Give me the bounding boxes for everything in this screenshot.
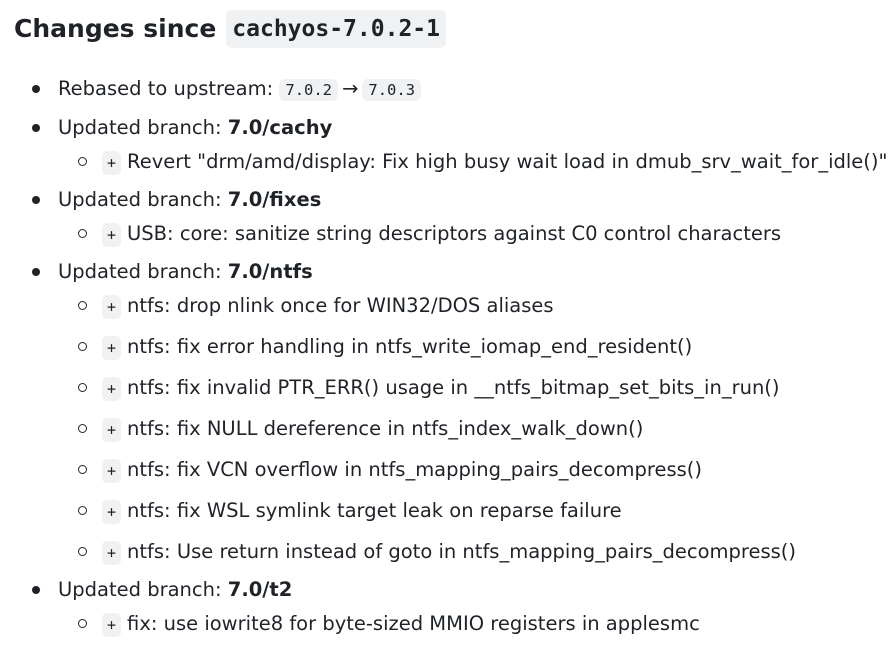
branch-label: Updated branch: [58, 260, 222, 283]
heading-version: cachyos-7.0.2-1 [226, 10, 446, 48]
bullet-icon [32, 586, 40, 594]
plus-marker: + [102, 458, 122, 483]
plus-marker: + [102, 222, 122, 247]
bullet-icon [32, 196, 40, 204]
branch-item: Updated branch: 7.0/fixes +USB: core: san… [32, 185, 896, 249]
branch-item: Updated branch: 7.0/t2 +fix: use iowrite8… [32, 575, 896, 639]
change-list: Rebased to upstream: 7.0.2→7.0.3 [14, 74, 896, 105]
plus-marker: + [102, 612, 122, 637]
branch-name: 7.0/fixes [227, 188, 322, 211]
arrow-right-icon: → [342, 77, 359, 100]
changelog-heading: Changes since cachyos-7.0.2-1 [14, 10, 896, 48]
bullet-icon [32, 85, 40, 93]
change-item: +fix: use iowrite8 for byte-sized MMIO r… [78, 609, 896, 639]
change-text: fix: use iowrite8 for byte-sized MMIO re… [127, 612, 700, 635]
change-item: +USB: core: sanitize string descriptors … [78, 219, 896, 249]
change-item: +ntfs: drop nlink once for WIN32/DOS ali… [78, 291, 896, 321]
change-item: +ntfs: fix NULL dereference in ntfs_inde… [78, 414, 896, 444]
branch-item: Updated branch: 7.0/cachy +Revert "drm/am… [32, 113, 896, 177]
change-text: ntfs: drop nlink once for WIN32/DOS alia… [127, 294, 554, 317]
circle-bullet-icon [78, 619, 87, 628]
plus-marker: + [102, 417, 122, 442]
rebase-item: Rebased to upstream: 7.0.2→7.0.3 [32, 74, 896, 105]
circle-bullet-icon [78, 342, 87, 351]
branch-label: Updated branch: [58, 188, 222, 211]
plus-marker: + [102, 499, 122, 524]
branch-changes: +USB: core: sanitize string descriptors … [58, 219, 896, 249]
change-text: ntfs: fix WSL symlink target leak on rep… [127, 499, 622, 522]
branch-label: Updated branch: [58, 116, 222, 139]
circle-bullet-icon [78, 506, 87, 515]
plus-marker: + [102, 540, 122, 565]
change-text: ntfs: fix error handling in ntfs_write_i… [127, 335, 693, 358]
bullet-icon [32, 124, 40, 132]
change-text: ntfs: fix VCN overflow in ntfs_mapping_p… [127, 458, 702, 481]
branch-list: Updated branch: 7.0/cachy+Revert "drm/am… [14, 113, 896, 639]
change-item: +ntfs: fix invalid PTR_ERR() usage in __… [78, 373, 896, 403]
change-text: ntfs: fix NULL dereference in ntfs_index… [127, 417, 644, 440]
circle-bullet-icon [78, 383, 87, 392]
plus-marker: + [102, 150, 122, 175]
circle-bullet-icon [78, 547, 87, 556]
plus-marker: + [102, 335, 122, 360]
branch-item: Updated branch: 7.0/ntfs+ntfs: drop nlin… [32, 257, 896, 567]
rebase-from: 7.0.2 [279, 79, 339, 101]
rebase-to: 7.0.3 [362, 79, 422, 101]
change-text: USB: core: sanitize string descriptors a… [127, 222, 782, 245]
branch-changes: +ntfs: drop nlink once for WIN32/DOS ali… [58, 291, 896, 567]
rebase-label: Rebased to upstream: [58, 77, 274, 100]
change-item: +ntfs: fix error handling in ntfs_write_… [78, 332, 896, 362]
change-text: ntfs: fix invalid PTR_ERR() usage in __n… [127, 376, 780, 399]
circle-bullet-icon [78, 229, 87, 238]
change-item: +ntfs: Use return instead of goto in ntf… [78, 537, 896, 567]
change-item: +ntfs: fix VCN overflow in ntfs_mapping_… [78, 455, 896, 485]
circle-bullet-icon [78, 301, 87, 310]
branch-name: 7.0/t2 [227, 578, 293, 601]
branch-changes: +Revert "drm/amd/display: Fix high busy … [58, 147, 896, 177]
plus-marker: + [102, 376, 122, 401]
heading-prefix: Changes since [14, 14, 217, 43]
bullet-icon [32, 268, 40, 276]
branch-name: 7.0/cachy [227, 116, 333, 139]
branch-changes: +fix: use iowrite8 for byte-sized MMIO r… [58, 609, 896, 639]
change-text: ntfs: Use return instead of goto in ntfs… [127, 540, 797, 563]
circle-bullet-icon [78, 157, 87, 166]
change-item: +ntfs: fix WSL symlink target leak on re… [78, 496, 896, 526]
circle-bullet-icon [78, 465, 87, 474]
branch-label: Updated branch: [58, 578, 222, 601]
change-item: +Revert "drm/amd/display: Fix high busy … [78, 147, 896, 177]
plus-marker: + [102, 294, 122, 319]
branch-name: 7.0/ntfs [227, 260, 313, 283]
change-text: Revert "drm/amd/display: Fix high busy w… [127, 150, 888, 173]
circle-bullet-icon [78, 424, 87, 433]
